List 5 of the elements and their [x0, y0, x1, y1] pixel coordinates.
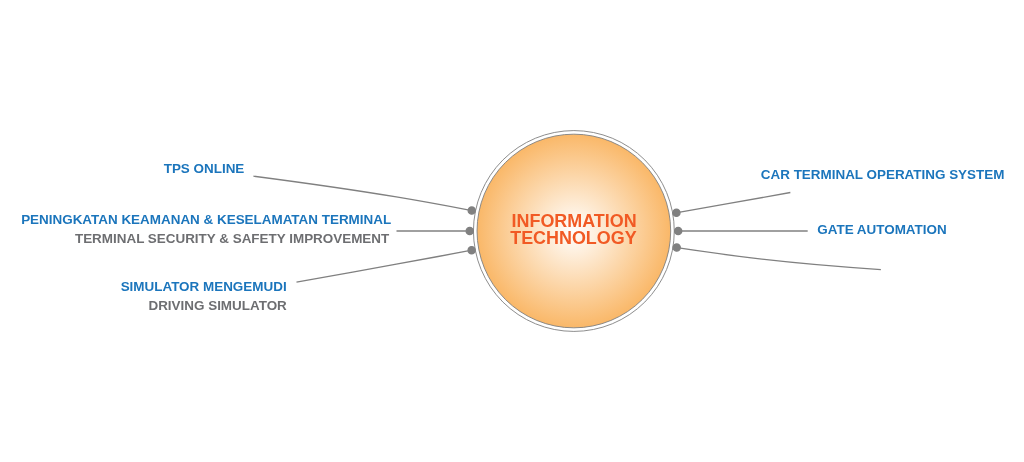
node-text: TPS ONLINE: [163, 160, 245, 176]
node-text: GATE AUTOMATION: [817, 221, 947, 237]
node-text: PENINGKATAN KEAMANAN & KESELAMATAN TERMINAL TERMINAL SECURITY & SAFETY IMPROVEMENT: [21, 211, 392, 246]
node-text: CAR TERMINAL OPERATING SYSTEM: [760, 167, 1005, 182]
node-text: SIMULATOR MENGEMUDI DRIVING SIMULATOR: [120, 279, 287, 313]
